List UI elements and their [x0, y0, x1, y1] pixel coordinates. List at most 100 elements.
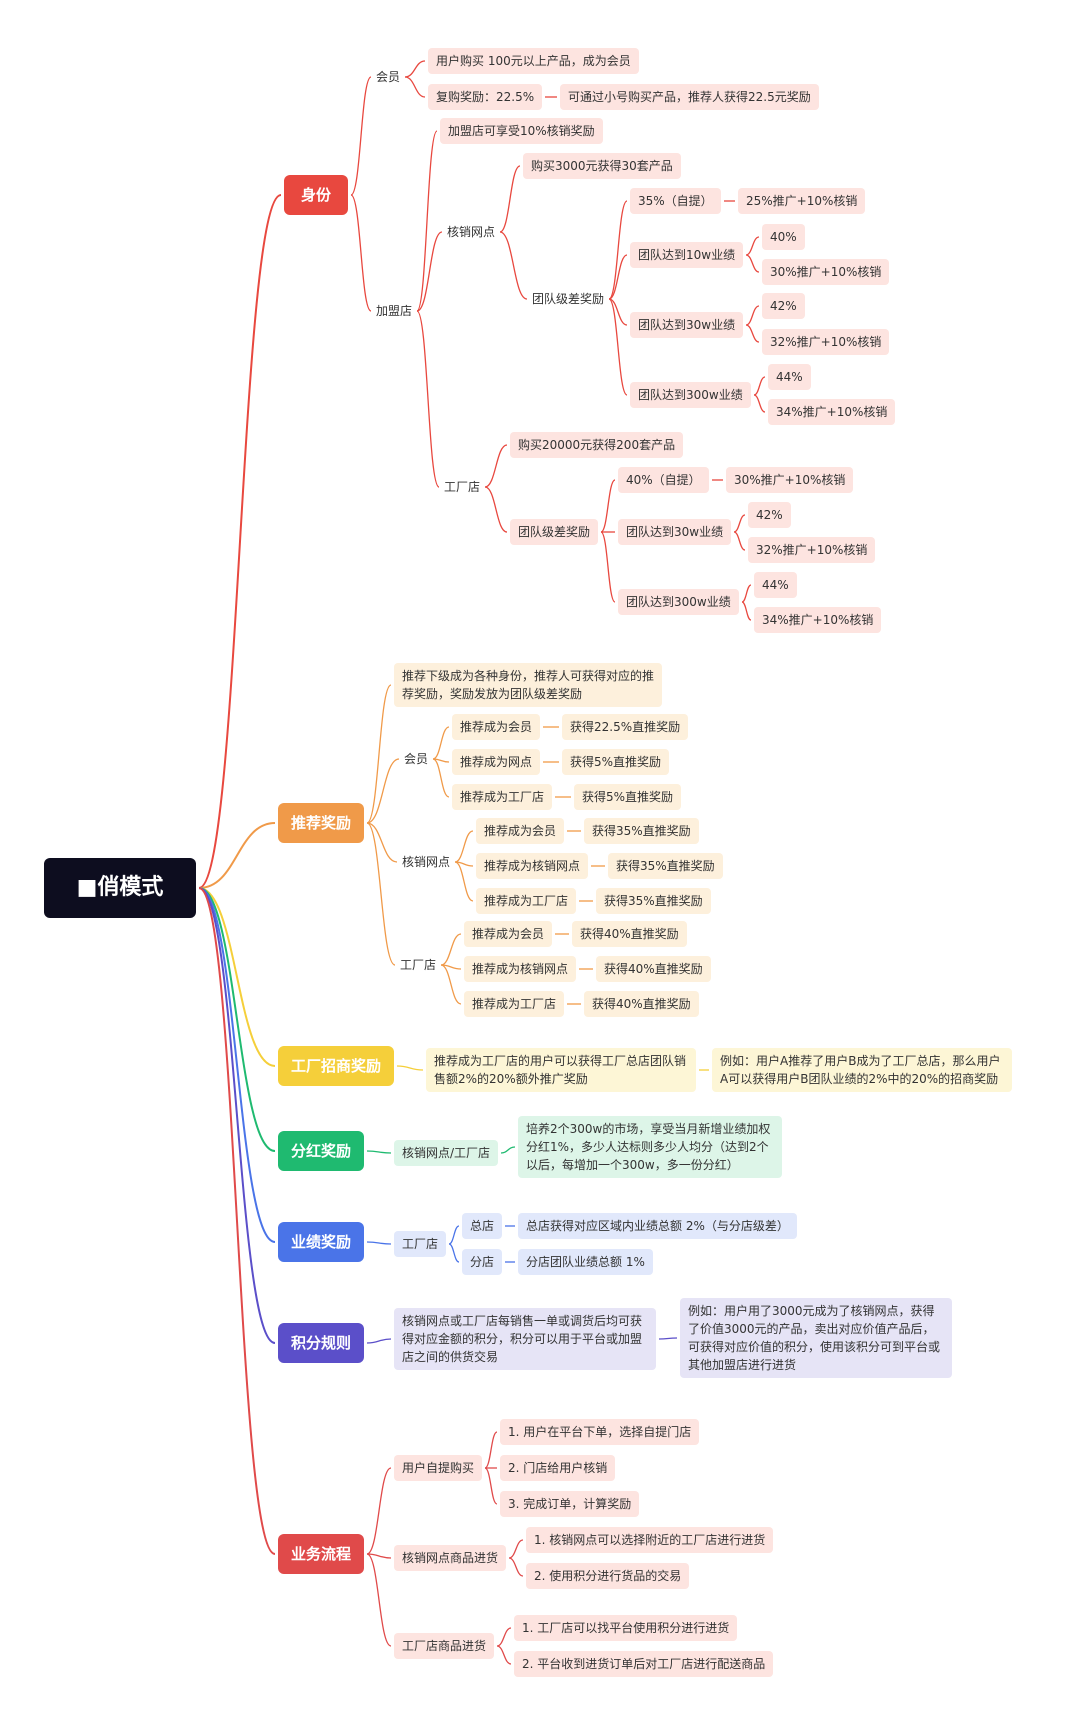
connector-15 [499, 165, 521, 233]
connector-28 [484, 444, 508, 488]
connector-46 [432, 758, 450, 798]
tuijian-huiyuan: 会员 [404, 752, 429, 766]
tj-gc-a1v: 获得40%直推奖励 [572, 921, 687, 947]
tj-hx-a1: 推荐成为会员 [476, 818, 565, 844]
tj-hx-a1v: 获得35%直推奖励 [584, 818, 699, 844]
lc-gongchang-s2: 2. 平台收到进货订单后对工厂店进行配送商品 [514, 1651, 774, 1677]
connector-33 [733, 514, 746, 533]
connector-42 [432, 726, 450, 760]
hx-r3b: 32%推广+10%核销 [762, 329, 890, 355]
connector-13 [416, 231, 443, 312]
jifen-desc: 核销网点或工厂店每销售一单或调货后均可获得对应金额的积分，积分可以用于平台或加盟… [394, 1308, 656, 1370]
gongchang-desc: 推荐成为工厂店的用户可以获得工厂总店团队销售额2%的20%额外推广奖励 [426, 1048, 696, 1092]
connector-54 [440, 933, 462, 966]
connector-14 [416, 310, 440, 488]
lc-hexiao-s2: 2. 使用积分进行货品的交易 [526, 1563, 690, 1589]
shenfen-huiyuan: 会员 [376, 70, 401, 84]
connector-5 [198, 887, 276, 1344]
lc-ziti-s3: 3. 完成订单，计算奖励 [500, 1491, 640, 1517]
tj-gc-a2: 推荐成为核销网点 [464, 956, 577, 982]
connector-40 [366, 822, 398, 863]
tj-gc-a2v: 获得40%直推奖励 [596, 956, 711, 982]
hx-r2a: 40% [762, 224, 805, 250]
tj-hy-a3: 推荐成为工厂店 [452, 784, 553, 810]
connector-79 [496, 1627, 512, 1647]
section-yeji: 业绩奖励 [278, 1222, 364, 1262]
connector-67 [448, 1243, 460, 1263]
connector-7 [350, 76, 372, 196]
hx-r4b: 34%推广+10%核销 [768, 399, 896, 425]
connector-29 [484, 486, 508, 533]
connector-4 [198, 887, 276, 1243]
connector-30 [600, 479, 616, 533]
jiameng-hexiao: 核销网点 [447, 225, 496, 239]
connector-76 [484, 1467, 498, 1505]
connector-80 [496, 1645, 512, 1665]
tj-hy-a1: 推荐成为会员 [452, 714, 541, 740]
hx-r1: 35%（自提） [630, 188, 721, 214]
connector-69 [366, 1338, 392, 1344]
shenfen-huiyuan-item1: 用户购买 100元以上产品，成为会员 [428, 48, 639, 74]
connector-8 [350, 194, 372, 312]
yeji-zong: 总店 [462, 1213, 503, 1239]
section-tuijian: 推荐奖励 [278, 803, 364, 843]
lc-hexiao: 核销网点商品进货 [394, 1545, 507, 1571]
hx-r1v: 25%推广+10%核销 [738, 188, 866, 214]
fenhong-sub: 核销网点/工厂店 [394, 1140, 499, 1166]
jiameng-top: 加盟店可享受10%核销奖励 [440, 118, 603, 144]
tj-hx-a2v: 获得35%直推奖励 [608, 853, 723, 879]
gc-r1: 40%（自提） [618, 467, 709, 493]
connector-62 [366, 1150, 392, 1154]
connector-58 [440, 964, 462, 1005]
tuijian-hexiao: 核销网点 [402, 855, 451, 869]
gc-r2: 团队达到30w业绩 [618, 519, 732, 545]
tj-hy-a2: 推荐成为网点 [452, 749, 541, 775]
connector-64 [366, 1241, 392, 1245]
connector-0 [198, 194, 282, 889]
connector-2 [198, 887, 276, 1067]
gongchang-example: 例如：用户A推荐了用户B成为了工厂总店，那么用户A可以获得用户B团队业绩的2%中… [712, 1048, 1012, 1092]
tj-gc-a1: 推荐成为会员 [464, 921, 553, 947]
connector-21 [745, 254, 760, 273]
lc-ziti-s1: 1. 用户在平台下单，选择自提门店 [500, 1419, 700, 1445]
connector-78 [508, 1557, 524, 1577]
tj-hy-a2v: 获得5%直推奖励 [562, 749, 670, 775]
tuijian-gongchang: 工厂店 [400, 958, 437, 972]
section-fenhong: 分红奖励 [278, 1131, 364, 1171]
connector-77 [508, 1539, 524, 1559]
tj-hx-a3: 推荐成为工厂店 [476, 888, 577, 914]
gc-r3a: 44% [754, 572, 797, 598]
hexiao-jicha: 团队级差奖励 [532, 292, 605, 306]
connector-19 [608, 254, 628, 300]
connector-35 [600, 531, 616, 603]
connector-39 [366, 758, 400, 824]
connector-70 [658, 1337, 678, 1340]
gc-r3b: 34%推广+10%核销 [754, 607, 882, 633]
connector-16 [499, 231, 528, 300]
section-gongchang: 工厂招商奖励 [278, 1046, 394, 1086]
connector-38 [366, 684, 392, 824]
connector-20 [745, 236, 760, 256]
connector-37 [741, 601, 752, 621]
section-liucheng: 业务流程 [278, 1534, 364, 1574]
connector-71 [366, 1467, 392, 1555]
lc-ziti-s2: 2. 门店给用户核销 [500, 1455, 616, 1481]
connector-74 [484, 1431, 498, 1469]
lc-gongchang-s1: 1. 工厂店可以找平台使用积分进行进货 [514, 1615, 738, 1641]
root-node: ■俏模式 [44, 858, 196, 918]
tj-gc-a3: 推荐成为工厂店 [464, 991, 565, 1017]
gc-buy: 购买20000元获得200套产品 [510, 432, 684, 458]
jifen-example: 例如：用户用了3000元成为了核销网点，获得了价值3000元的产品，卖出对应价值… [680, 1298, 952, 1378]
tj-hy-a3v: 获得5%直推奖励 [574, 784, 682, 810]
tj-hy-a1v: 获得22.5%直推奖励 [562, 714, 689, 740]
tj-hx-a3v: 获得35%直推奖励 [596, 888, 711, 914]
connector-72 [366, 1553, 392, 1559]
connector-3 [198, 887, 276, 1152]
connector-1 [198, 822, 276, 889]
section-jifen: 积分规则 [278, 1323, 364, 1363]
connector-9 [404, 60, 426, 78]
connector-36 [741, 584, 752, 603]
lc-hexiao-s1: 1. 核销网点可以选择附近的工厂店进行进货 [526, 1527, 774, 1553]
yeji-zong-v: 总店获得对应区域内业绩总额 2%（与分店级差） [518, 1213, 797, 1239]
